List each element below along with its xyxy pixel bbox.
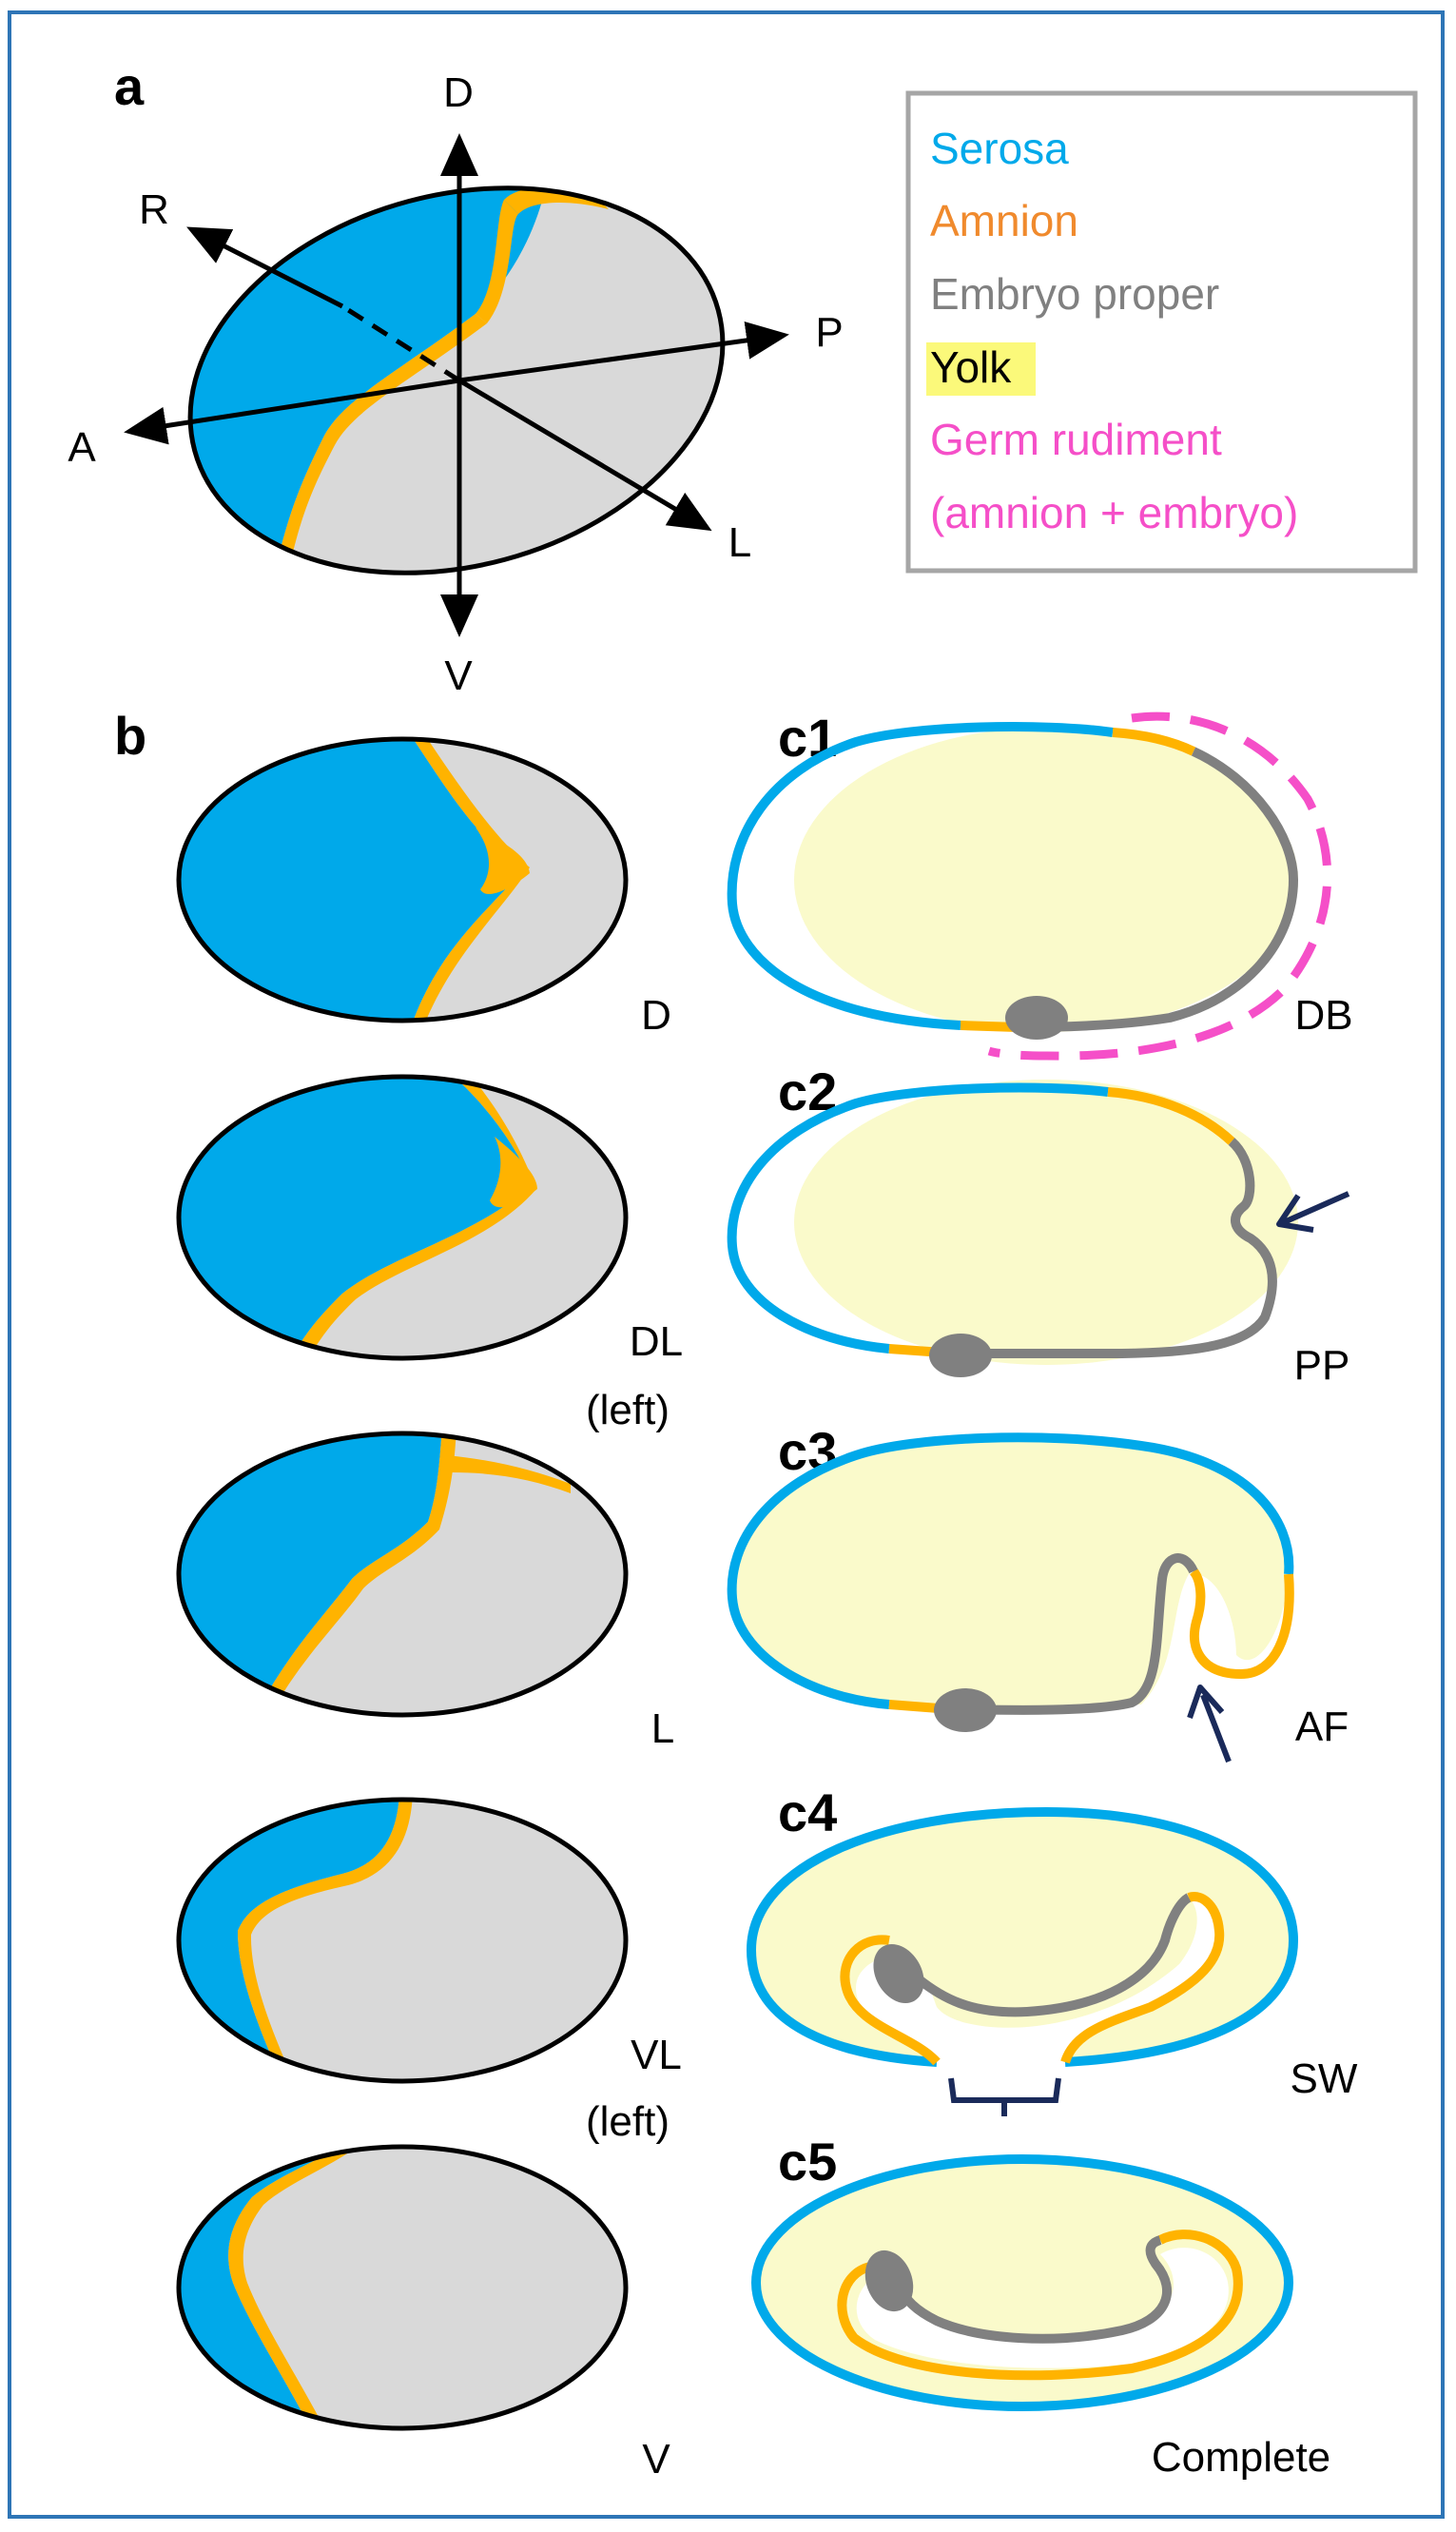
stage-label-sw: SW: [1291, 2055, 1358, 2102]
head-lobe-c4: [873, 1944, 924, 2003]
view-label-dl-sub: (left): [586, 1387, 670, 1433]
amnion-line-c5: [837, 2230, 1243, 2381]
egg-view-ventral: V: [176, 2144, 670, 2483]
head-lobe-c5: [864, 2250, 914, 2312]
amnion-line-c3: [1189, 1568, 1294, 1680]
stage-c2: c2 PP: [727, 1061, 1350, 1389]
panel-a: a D V A P R L: [68, 56, 843, 699]
legend-yolk: Yolk: [930, 342, 1012, 392]
legend-serosa: Serosa: [930, 124, 1069, 173]
serosa-line-c4: [746, 1806, 1299, 2067]
stage-label-db: DB: [1294, 992, 1352, 1039]
legend-box: [905, 90, 1418, 574]
serosa-line-c1: [727, 722, 1114, 1030]
stage-c1: c1 DB: [727, 708, 1353, 1061]
serosa-line-c3: [727, 1432, 1294, 1709]
embryo-line-c4: [914, 1893, 1192, 2017]
axis-label-a: A: [68, 424, 96, 471]
panel-label-a: a: [114, 56, 145, 116]
panel-label-c5: c5: [778, 2132, 837, 2191]
egg-view-ventrolateral: VL (left): [176, 1797, 682, 2145]
embryo-line-c5: [894, 2235, 1172, 2344]
axis-rl: [457, 378, 712, 532]
axis-label-d: D: [443, 69, 474, 116]
legend: Serosa Amnion Embryo proper Yolk Germ ru…: [905, 90, 1418, 574]
legend-amnion: Amnion: [930, 196, 1078, 245]
head-lobe-c2: [929, 1334, 992, 1377]
amnion-line-c4-right: [1060, 1892, 1225, 2064]
opening-bracket-c4: [948, 2077, 1061, 2116]
invagination-arrow-c2: [1282, 1191, 1350, 1225]
view-label-vl-sub: (left): [586, 2098, 670, 2145]
view-label-d: D: [641, 992, 671, 1039]
axis-label-l: L: [728, 519, 751, 566]
view-label-l: L: [651, 1705, 674, 1752]
axis-label-v: V: [444, 652, 473, 699]
legend-embryo: Embryo proper: [930, 269, 1219, 319]
axis-label-p: P: [815, 309, 843, 356]
figure-frame: [8, 10, 1445, 2519]
stage-label-pp: PP: [1294, 1342, 1350, 1389]
serosa-line-c5: [751, 2154, 1293, 2411]
legend-germ-line2: (amnion + embryo): [930, 488, 1298, 537]
embryo-line-c3: [950, 1553, 1198, 1715]
view-label-vl: VL: [631, 2032, 682, 2078]
egg-view-lateral: L: [176, 1431, 674, 1752]
amnion-line-c1: [1112, 728, 1196, 756]
embryo-line-c2: [956, 1138, 1277, 1358]
panel-label-b: b: [114, 706, 146, 766]
head-lobe-c3: [934, 1688, 997, 1732]
stage-c5: c5 Complete: [751, 2132, 1330, 2481]
embryo-line-c1: [1017, 747, 1299, 1032]
stage-label-complete: Complete: [1152, 2434, 1330, 2481]
panel-label-c1: c1: [778, 708, 837, 768]
stage-c3: c3 AF: [727, 1421, 1349, 1763]
egg-view-dorsal: D: [176, 736, 671, 1039]
head-lobe-c1: [1005, 996, 1068, 1040]
stage-label-af: AF: [1295, 1704, 1349, 1750]
legend-germ-line1: Germ rudiment: [930, 415, 1222, 464]
amnion-line-c4-left: [840, 1935, 941, 2066]
stage-c4: c4 SW: [746, 1782, 1358, 2116]
fold-arrow-c3: [1200, 1693, 1232, 1763]
panel-label-c4: c4: [778, 1782, 837, 1842]
axis-ap: [458, 321, 789, 383]
amnion-line-c2: [1107, 1087, 1235, 1145]
egg-view-dorsolateral: DL (left): [176, 1074, 683, 1433]
view-label-v: V: [642, 2436, 670, 2483]
legend-yolk-swatch: [926, 342, 1036, 396]
view-label-dl: DL: [630, 1318, 683, 1365]
serosa-line-c2: [727, 1082, 1109, 1354]
egg-outline-a: [187, 185, 726, 575]
axis-label-r: R: [139, 186, 169, 233]
germ-rudiment-outline: [987, 711, 1332, 1061]
